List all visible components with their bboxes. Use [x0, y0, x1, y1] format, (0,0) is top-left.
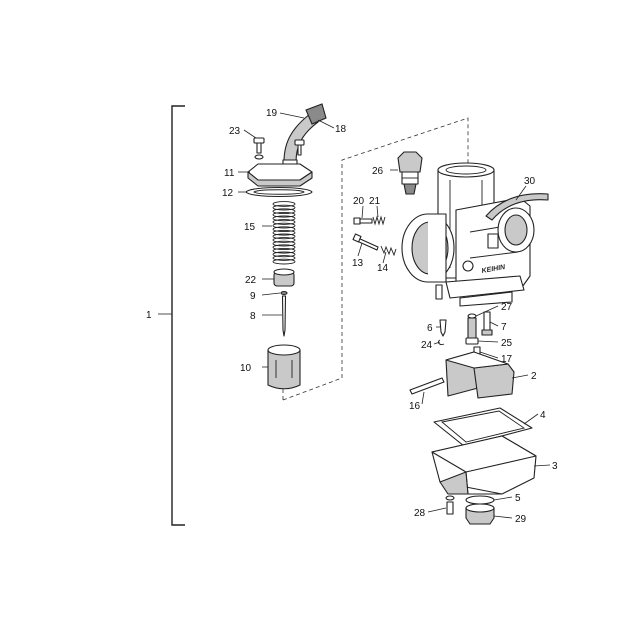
callout-30: 30 — [524, 176, 536, 187]
spring-coil — [272, 244, 296, 251]
needle-valve-clip — [437, 339, 445, 345]
cap-screw-left — [253, 137, 265, 160]
needle-jet — [467, 313, 477, 319]
idle-screw — [352, 233, 379, 251]
spring-coil — [272, 247, 296, 254]
callout-16: 16 — [409, 401, 421, 412]
spring-coil — [272, 204, 296, 211]
float-pin — [409, 377, 445, 395]
spring-coil — [272, 219, 296, 225]
air-screw — [353, 217, 373, 225]
callout-12: 12 — [222, 188, 234, 199]
callout-17: 17 — [501, 354, 513, 365]
float-bowl — [431, 435, 537, 495]
idle-screw-spring — [380, 245, 397, 257]
callout-5: 5 — [515, 493, 521, 504]
callout-3: 3 — [552, 461, 558, 472]
float — [445, 351, 515, 399]
callout-23: 23 — [229, 126, 241, 137]
callout-11: 11 — [224, 168, 235, 179]
throttle-cable-elbow — [282, 103, 327, 169]
spring-coil — [272, 255, 296, 261]
spring-coil — [272, 215, 296, 222]
carburetor-body: KEIHIN — [401, 162, 535, 307]
callout-25: 25 — [501, 338, 513, 349]
spring-coil — [272, 251, 296, 258]
needle-retainer — [273, 268, 295, 287]
cap-gasket — [245, 187, 313, 197]
callout-9: 9 — [250, 291, 256, 302]
callout-8: 8 — [250, 311, 256, 322]
callout-27: 27 — [501, 302, 513, 313]
drain-o-ring — [465, 495, 495, 505]
callout-labels: 1 2 3 4 5 6 7 8 9 10 11 12 13 14 15 16 1… — [146, 108, 558, 525]
callout-14: 14 — [377, 263, 389, 274]
throttle-spring — [272, 201, 296, 265]
choke-cap — [397, 151, 423, 195]
brand-mark-text: KEIHIN — [481, 264, 507, 275]
cap-screw-right — [294, 139, 305, 156]
callout-4: 4 — [540, 410, 546, 421]
leader-lines — [238, 112, 551, 519]
air-screw-spring — [372, 215, 386, 226]
float-bowl-gasket — [433, 407, 533, 447]
callout-15: 15 — [244, 222, 256, 233]
spring-coil — [272, 222, 296, 229]
drain-plug — [465, 503, 495, 525]
drain-screw — [445, 495, 455, 515]
spring-coil — [272, 237, 296, 243]
assembly-bracket — [158, 105, 185, 526]
callout-2: 2 — [531, 371, 537, 382]
top-cap — [247, 163, 313, 187]
spring-coil — [272, 233, 296, 240]
jet-needle — [281, 295, 287, 337]
callout-24: 24 — [421, 340, 433, 351]
spring-coil — [272, 211, 296, 218]
callout-29: 29 — [515, 514, 527, 525]
throttle-valve — [267, 344, 301, 390]
callout-6: 6 — [427, 323, 433, 334]
float-needle — [439, 319, 447, 337]
spring-coil — [272, 258, 296, 265]
callout-18: 18 — [335, 124, 347, 135]
spring-coil — [272, 208, 296, 215]
spring-coil — [272, 226, 296, 233]
callout-19: 19 — [266, 108, 278, 119]
main-jet-holder — [465, 317, 479, 345]
callout-7: 7 — [501, 322, 507, 333]
callout-22: 22 — [245, 275, 257, 286]
needle-clip — [280, 290, 288, 296]
main-jet — [481, 311, 493, 336]
spring-coil — [272, 229, 296, 236]
callout-13: 13 — [352, 258, 364, 269]
callout-28: 28 — [414, 508, 426, 519]
callout-21: 21 — [369, 196, 381, 207]
spring-coil — [272, 201, 296, 207]
callout-10: 10 — [240, 363, 252, 374]
callout-20: 20 — [353, 196, 365, 207]
callout-1: 1 — [146, 310, 152, 321]
callout-26: 26 — [372, 166, 384, 177]
spring-coil — [272, 240, 296, 247]
